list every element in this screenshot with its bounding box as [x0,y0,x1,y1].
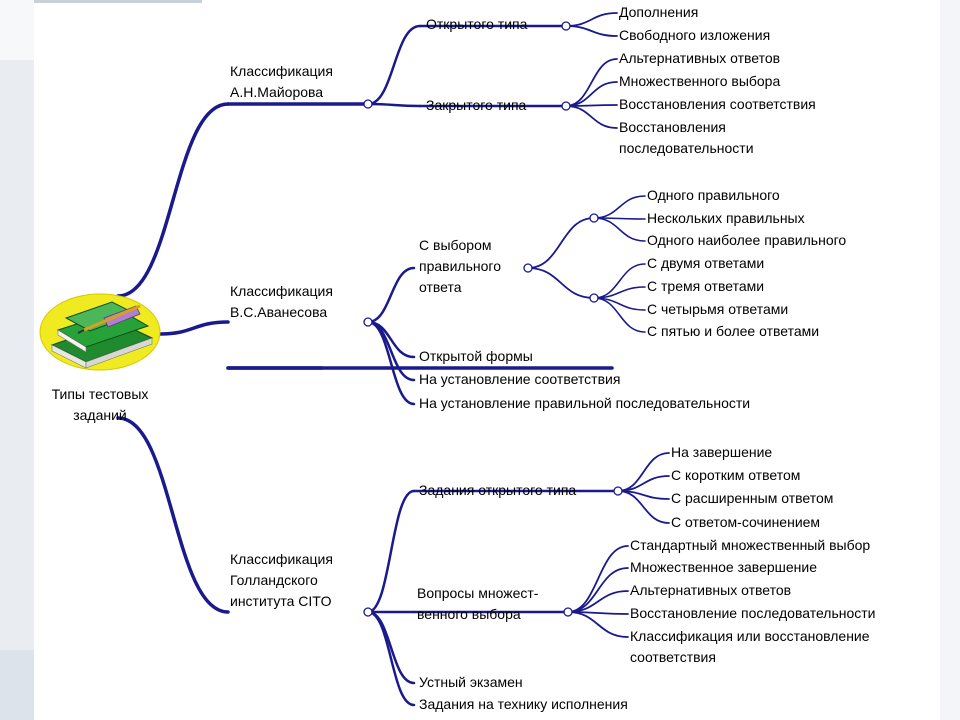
node-circle [523,263,533,273]
connector-line [366,24,422,106]
node-open-form: Открытой формы [419,348,533,364]
connector-line [565,25,618,37]
node-multiple-choice-line: Вопросы множест- [417,585,539,601]
connector-line [593,195,646,219]
connector-line [527,217,595,269]
leaf-item: Множественное завершение [630,559,817,575]
leaf-item: Восстановления соответствия [619,96,816,112]
node-choice-correct: С выбором правильного ответа [419,235,501,298]
mind-map-links [116,12,670,707]
leaf-item-line: Восстановления [619,119,726,135]
leaf-item: Одного правильного [647,187,780,203]
branch-mayorov: Классификация А.Н.Майорова [230,61,333,103]
root-node-line: заданий [73,407,127,423]
node-circle [563,607,573,617]
books-icon [39,293,161,371]
branch-mayorov-line: А.Н.Майорова [230,84,324,100]
connector-line [567,567,629,613]
mind-map-nodes [363,21,623,617]
branch-cito-line: Голландского [230,572,318,588]
root-node: Типы тестовых заданий [36,384,164,426]
connector-line [366,489,416,614]
leaf-item-line: соответствия [630,649,716,665]
leaf-item: На завершение [671,444,773,460]
leaf-item: Восстановления последовательности [619,117,754,159]
slide-top-tab [34,0,202,3]
connector-line [617,490,670,524]
connector-line [527,267,595,299]
leaf-item-line: последовательности [619,140,754,156]
node-circle [363,99,373,109]
node-open-type: Открытого типа [426,16,528,32]
leaf-item: С четырьмя ответами [647,301,789,317]
connector-line [593,297,646,333]
connector-line [565,12,618,27]
node-circle [363,317,373,327]
node-open-tasks: Задания открытого типа [419,482,577,498]
node-closed-type: Закрытого типа [426,97,527,113]
leaf-item: С расширенным ответом [671,490,834,506]
connector-line [116,416,230,614]
node-matching: На установление соответствия [419,371,621,387]
node-multiple-choice-line: венного выбора [417,606,521,622]
leaf-item: С тремя ответами [647,278,765,294]
node-circle [589,213,599,223]
leaf-item: Свободного изложения [619,27,771,43]
leaf-item: Нескольких правильных [647,210,805,226]
leaf-item: С пятью и более ответами [647,323,820,339]
leaf-item: Альтернативных ответов [630,582,792,598]
connector-line [567,611,629,638]
node-multiple-choice: Вопросы множест- венного выбора [417,583,538,625]
leaf-item: Классификация или восстановление соответ… [630,626,870,668]
node-circle [363,607,373,617]
connector-line [366,610,416,707]
leaf-item: Одного наиболее правильного [647,232,847,248]
node-choice-correct-line: С выбором [419,237,492,253]
node-circle [561,101,571,111]
slide-panel [34,0,940,720]
connector-line [158,320,230,336]
leaf-item: Множественного выбора [619,73,781,89]
connector-line [366,266,416,324]
branch-avanesov-line: Классификация [230,283,333,299]
connector-line [116,102,230,298]
branch-mayorov-line: Классификация [230,63,333,79]
node-circle [561,21,571,31]
root-node-line: Типы тестовых [51,386,149,402]
connector-line [366,102,422,108]
leaf-item: С ответом-сочинением [671,514,821,530]
connector-line [366,320,416,406]
connector-line [565,104,618,107]
leaf-item: Альтернативных ответов [619,50,781,66]
node-sequence: На установление правильной последователь… [419,395,751,411]
branch-cito-line: Классификация [230,551,333,567]
node-circle [589,293,599,303]
node-technique: Задания на технику исполнения [419,696,628,712]
connector-line [593,217,646,242]
branch-cito: Классификация Голландского института CIT… [230,549,333,612]
branch-cito-line: института CITO [230,593,332,609]
connector-line [366,320,416,382]
connector-line [567,545,629,613]
leaf-item: Дополнения [619,4,699,20]
connector-line [565,105,618,129]
slide-edge-right [940,0,960,720]
connector-line [617,452,670,492]
node-circle [613,486,623,496]
connector-line [366,610,416,685]
node-oral-exam: Устный экзамен [419,674,523,690]
leaf-item: С коротким ответом [671,467,801,483]
leaf-item: С двумя ответами [647,255,765,271]
leaf-item-line: Классификация или восстановление [630,628,870,644]
connector-line [565,81,618,107]
branch-avanesov-line: В.С.Аванесова [230,304,328,320]
node-choice-correct-line: правильного [419,258,501,274]
branch-avanesov: Классификация В.С.Аванесова [230,281,333,323]
leaf-item: Восстановление последовательности [630,605,876,621]
leaf-item: Стандартный множественный выбор [630,537,871,553]
node-choice-correct-line: ответа [419,279,462,295]
